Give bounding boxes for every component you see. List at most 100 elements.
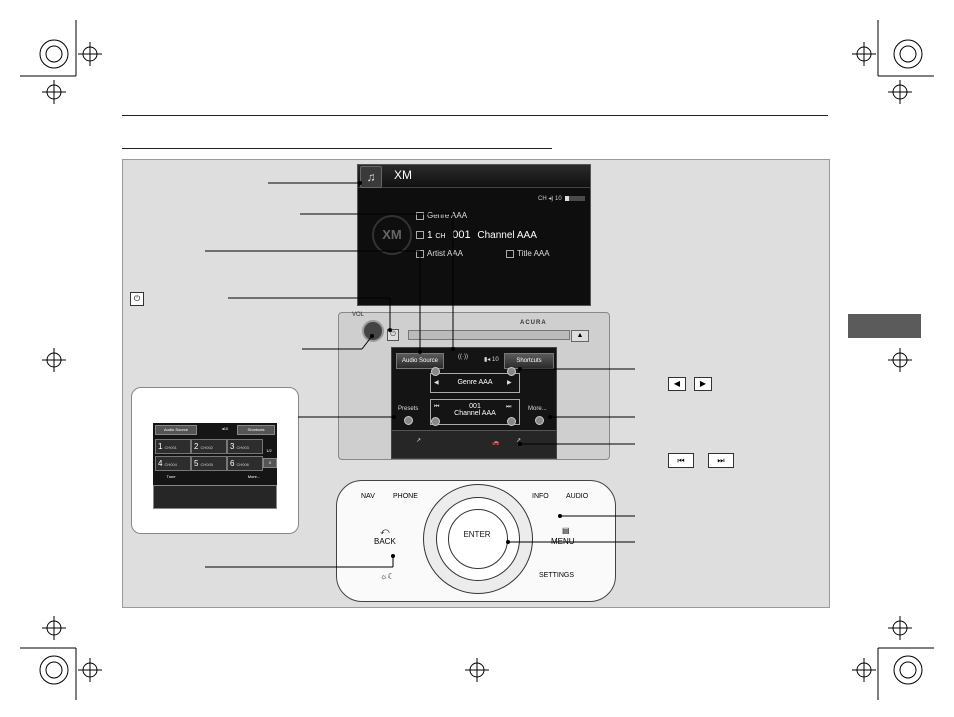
inset-volume: ◂10 [217,425,233,433]
menu-icon: ▤ [562,526,570,535]
channel-selector[interactable]: 001 Channel AAA [430,399,520,425]
inset-shortcuts-button[interactable]: Shortcuts [237,425,275,435]
skip-forward-icon: ⏭ [708,453,734,468]
header-rule-bottom [122,148,552,149]
close-icon[interactable]: X [263,458,277,468]
genre-left-arrow-icon[interactable]: ◀ [434,380,439,386]
volume-bar [565,196,585,201]
speaker-icon: ◂) [548,196,554,202]
back-arrow-icon: ⤺ [380,526,390,536]
skip-back-icon[interactable]: ⏮ [434,404,440,410]
preset-number: 2 [194,442,199,451]
selector-knob[interactable] [448,509,508,569]
source-title: XM [394,168,412,182]
right-shortcut-icon[interactable]: ↗ [516,438,522,444]
lower-touchscreen: Audio Source ((·)) ▮◂ 10 Shortcuts Genre… [391,347,557,459]
channel-line: 1 CH 001 Channel AAA [416,229,537,241]
genre-right-arrow-icon[interactable]: ▶ [507,380,512,386]
channel-name: Channel AAA [454,410,496,417]
volume-knob[interactable] [362,320,384,342]
disc-slot [408,330,570,340]
brand-logo: ACURA [520,320,547,326]
preset-icon [416,231,424,240]
genre-line: Genre AAA [416,211,467,220]
brightness-icon[interactable]: ☼☾ [380,572,395,581]
volume-value: 10 [555,196,562,202]
xm-small-icon: ((·)) [458,354,468,360]
display-volume: CH ◂) 10 [538,195,562,202]
channel-name: Channel AAA [477,230,537,241]
preset-number: 3 [230,442,235,451]
genre-text: Genre AAA [427,211,468,220]
channel-number: 001 [452,229,471,241]
preset-number: 6 [230,459,235,468]
music-note-icon[interactable]: ♫ [360,166,382,188]
speaker-icon: ▮◂ [484,357,491,363]
left-arrow-icon: ◀ [668,377,686,391]
enter-button[interactable]: ENTER [463,530,491,539]
inset-volume-value: 10 [223,426,229,431]
left-shortcut-icon[interactable]: ↗ [416,438,422,444]
preset-number: 4 [158,459,163,468]
preset-label: CH002 [200,445,213,450]
genre-label: Genre AAA [457,379,493,386]
genre-icon [416,211,424,220]
skip-right-dial [507,417,516,426]
car-icon[interactable]: 🚗 [492,440,500,446]
power-icon: ⏻ [130,292,144,306]
genre-selector[interactable]: Genre AAA [430,373,520,393]
more-dial[interactable] [535,416,544,425]
presets-dial[interactable] [404,416,413,425]
preset-label: CH004 [164,462,177,467]
artist-text: Artist AAA [427,249,464,258]
more-label[interactable]: More... [528,406,547,412]
touch-volume-value: 10 [492,357,499,363]
preset-label: CH001 [164,445,177,450]
inset-audio-source-button[interactable]: Audio Source [155,425,197,435]
genre-left-dial [431,367,440,376]
phone-button[interactable]: PHONE [393,493,418,500]
settings-button[interactable]: SETTINGS [539,572,575,579]
upper-display: ♫ XM CH ◂) 10 XM Genre AAA 1 CH 001 Chan… [357,164,591,306]
ch-label: CH [538,196,547,202]
display-tab-bar [358,165,590,188]
touch-volume: ▮◂ 10 [484,356,499,363]
vol-label: VOL [352,312,365,318]
xm-logo-icon: XM [372,215,412,255]
info-button[interactable]: INFO [532,493,549,500]
preset-label: CH003 [236,445,249,450]
inset-more-label[interactable]: More... [247,474,261,479]
header-rule-top [122,115,828,116]
page-indicator: 1/2 [266,448,272,453]
genre-right-dial [507,367,516,376]
preset-number: 1 [158,442,163,451]
title-icon [506,249,514,258]
inset-bottom-bar [153,485,277,509]
audio-button[interactable]: AUDIO [566,493,589,500]
presets-label[interactable]: Presets [398,406,419,412]
title-line: Title AAA [506,249,550,258]
skip-forward-icon[interactable]: ⏭ [506,404,512,410]
right-arrow-icon: ▶ [694,377,712,391]
nav-button[interactable]: NAV [361,493,375,500]
eject-button-icon[interactable]: ▲ [571,330,589,342]
back-button[interactable]: BACK [374,537,396,546]
ch-text: CH [435,233,446,240]
tune-label[interactable]: Tune [166,474,176,479]
chapter-tab [848,314,921,338]
skip-left-dial [431,417,440,426]
preset-label: CH006 [236,462,249,467]
preset-number: 1 [427,230,433,241]
skip-back-icon: ⏮ [668,453,694,468]
preset-label: CH005 [200,462,213,467]
